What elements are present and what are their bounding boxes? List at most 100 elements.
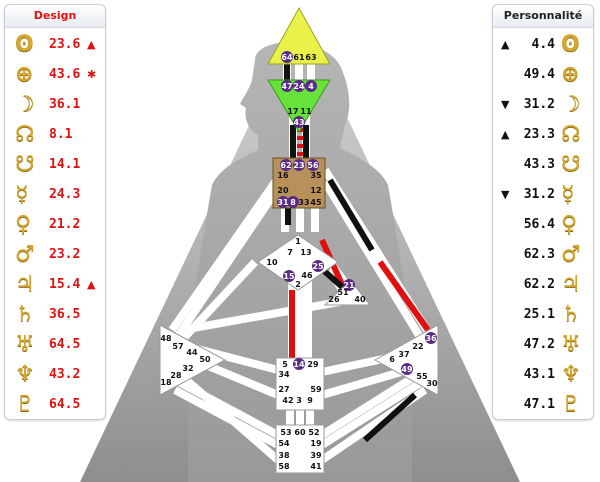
gate-label-35: 35 [310,171,322,180]
north-node-icon: ☊ [561,122,581,147]
gate-label-31: 31 [277,198,289,207]
saturn-icon: ♄ [15,302,35,327]
activation-value: 62.2 [523,277,555,292]
fixing-marker: ▲ [87,38,96,51]
activation-value: 43.1 [523,367,555,382]
gate-label-52: 52 [308,428,319,437]
gate-label-49: 49 [401,365,413,374]
gate-label-25: 25 [312,262,324,271]
activation-value: 31.2 [523,187,555,202]
gate-label-9: 9 [307,396,313,405]
activation-value: 24.3 [49,187,81,202]
gate-label-22: 22 [412,342,423,351]
gate-label-63: 63 [305,53,316,62]
gate-marker-43 [293,116,305,128]
activation-value: 64.5 [49,397,81,412]
gate-marker-56 [307,159,319,171]
gate-label-44: 44 [186,348,198,357]
jupiter-icon: ♃ [561,272,581,297]
mercury-icon: ☿ [15,182,29,207]
gate-label-20: 20 [277,186,289,195]
gate-marker-4 [305,80,317,92]
gate-marker-64 [281,51,293,63]
mercury-icon: ☿ [561,182,575,207]
planet-row: ♃15.4▲ [5,271,105,299]
planet-row: ⊕43.6✱ [5,61,105,89]
gate-label-21: 21 [343,281,355,290]
fixing-marker: ▲ [87,278,96,291]
fixing-marker: ▼ [501,188,510,201]
gate-label-2: 2 [295,280,301,289]
moon-icon: ☽ [561,92,581,117]
activation-value: 23.2 [49,247,81,262]
gate-label-32: 32 [182,364,193,373]
planet-row: ☊23.3▲ [493,121,593,149]
gate-marker-49 [401,363,413,375]
gate-label-7: 7 [287,248,293,257]
moon-icon: ☽ [15,92,35,117]
sacral-center [275,357,325,411]
mars-icon: ♂ [561,242,581,267]
pluto-icon: ♇ [15,392,35,417]
gate-label-8: 8 [290,198,296,207]
gate-marker-15 [283,270,295,282]
gate-label-36: 36 [425,334,437,343]
activation-value: 62.3 [523,247,555,262]
activation-value: 23.3 [523,127,555,142]
activation-value: 64.5 [49,337,81,352]
spleen-center [159,324,227,396]
gate-label-64: 64 [281,53,293,62]
solar-plexus-center [373,324,439,396]
gate-label-19: 19 [310,439,322,448]
gate-labels: 64 61 63 47 24 4 17 11 43 62 23 56 16 35… [160,53,438,471]
fixing-marker: ▼ [501,98,510,111]
earth-icon: ⊕ [15,62,34,87]
gate-label-16: 16 [277,171,289,180]
uranus-icon: ♅ [15,332,35,357]
activation-value: 49.4 [523,67,555,82]
gate-label-53: 53 [280,428,291,437]
gate-marker-8 [287,196,299,208]
gate-label-15: 15 [283,272,295,281]
gate-marker-47 [281,80,293,92]
planet-row: ♂ 62.3 [493,241,593,269]
pluto-icon: ♇ [561,392,581,417]
planet-row: ♀21.2 [5,211,105,239]
gate-label-46: 46 [301,271,313,280]
planet-row: ☽31.2▼ [493,91,593,119]
gate-label-61: 61 [293,53,305,62]
activation-value: 4.4 [531,37,555,52]
venus-icon: ♀ [15,212,32,237]
head-center [267,6,331,65]
gate-label-24: 24 [293,82,305,91]
gate-label-56: 56 [307,161,319,170]
personality-title: Personnalité [493,5,593,28]
ego-center [323,279,372,306]
gate-label-12: 12 [310,186,321,195]
activation-value: 36.5 [49,307,81,322]
gate-label-39: 39 [310,451,322,460]
gate-label-40: 40 [354,295,366,304]
sun-icon: ʘ [561,32,580,57]
gate-label-51: 51 [337,288,349,297]
gate-label-33: 33 [298,198,309,207]
gate-label-41: 41 [310,462,322,471]
south-node-icon: ☋ [561,152,581,177]
gate-label-26: 26 [328,295,340,304]
gate-label-37: 37 [398,350,409,359]
activation-value: 36.1 [49,97,81,112]
activation-value: 14.1 [49,157,81,172]
sun-icon: ʘ [15,32,34,57]
gate-marker-14 [293,358,305,370]
gate-marker-62 [280,159,292,171]
gate-label-5: 5 [282,360,288,369]
planet-row: ♄25.1 [493,301,593,329]
gate-label-4: 4 [308,82,314,91]
venus-icon: ♀ [561,212,578,237]
gate-label-6: 6 [389,355,395,364]
channels [168,64,436,464]
fixing-marker: ✱ [87,68,97,81]
planet-row: ♇ 64.5 [5,391,105,419]
